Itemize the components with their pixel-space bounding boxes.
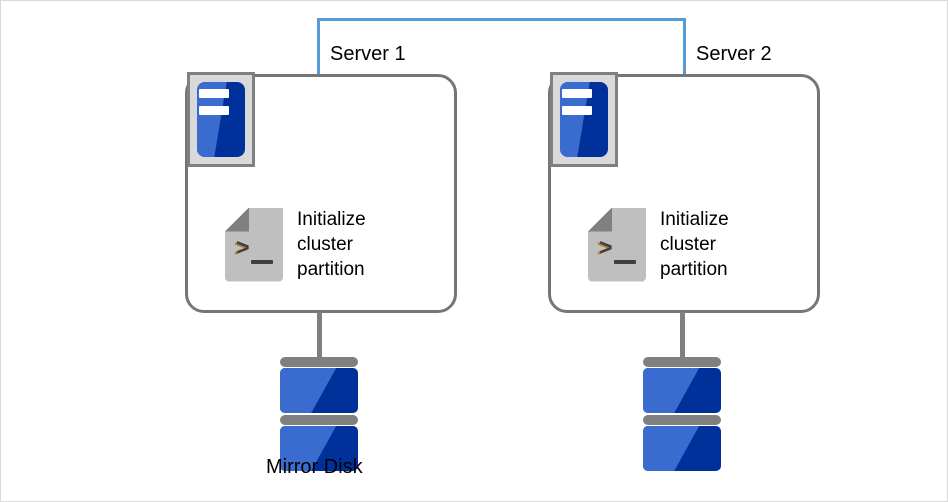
server-node-2: Server 2 > Initialize cluster partition — [548, 44, 820, 313]
disk-platter-sheen — [643, 426, 700, 471]
disk-platter-1 — [280, 368, 358, 413]
task-row-2: > Initialize cluster partition — [588, 207, 729, 282]
disk-connector-1 — [317, 312, 322, 359]
disk-bar-mid — [280, 415, 358, 425]
server-slot-bar-2 — [199, 106, 229, 115]
server-label-1: Server 1 — [330, 43, 406, 65]
server-node-1: Server 1 > Initialize cluster partition — [185, 44, 457, 313]
script-prompt-glyph: > — [236, 235, 250, 262]
script-page-fold — [588, 207, 612, 232]
script-prompt-glyph: > — [599, 235, 613, 262]
script-page-fold — [225, 207, 249, 232]
disk-label-1: Mirror Disk — [266, 456, 363, 478]
script-file-icon: > — [225, 207, 283, 282]
task-label-1: Initialize cluster partition — [297, 209, 366, 280]
script-cursor-icon — [614, 259, 636, 264]
disk-stack-2 — [643, 357, 721, 471]
disk-platter-2 — [280, 426, 358, 471]
disk-platter-sheen — [643, 368, 700, 413]
script-file-icon: > — [588, 207, 646, 282]
disk-platter-2 — [643, 426, 721, 471]
disk-connector-2 — [680, 312, 685, 359]
server-slot-bar-1 — [199, 89, 229, 98]
disk-bar-top — [643, 357, 721, 367]
task-label-2: Initialize cluster partition — [660, 209, 729, 280]
server-icon — [187, 72, 255, 167]
server-icon — [550, 72, 618, 167]
disk-bar-mid — [643, 415, 721, 425]
task-row-1: > Initialize cluster partition — [225, 207, 366, 282]
script-cursor-icon — [251, 259, 273, 264]
disk-stack-1 — [280, 357, 358, 471]
script-page — [588, 207, 646, 282]
script-page — [225, 207, 283, 282]
server-slot-bar-2 — [562, 106, 592, 115]
server-label-2: Server 2 — [696, 43, 772, 65]
disk-bar-top — [280, 357, 358, 367]
disk-platter-1 — [643, 368, 721, 413]
server-slot-bar-1 — [562, 89, 592, 98]
disk-platter-sheen — [280, 368, 337, 413]
